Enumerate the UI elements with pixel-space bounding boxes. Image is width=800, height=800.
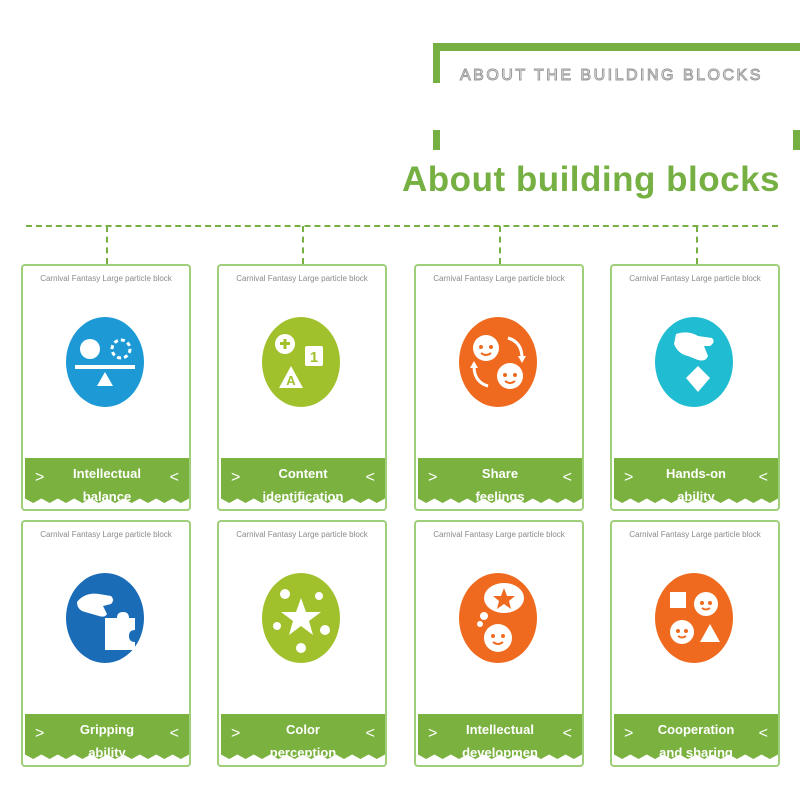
hands-on-icon [655,317,733,407]
feature-card: Carnival Fantasy Large particle block > … [217,520,387,767]
svg-text:A: A [286,373,296,388]
feature-card: Carnival Fantasy Large particle block > … [414,520,584,767]
chevron-left-icon: < [169,725,179,742]
card-caption: Carnival Fantasy Large particle block [40,274,172,283]
color-perception-icon [262,573,340,663]
chevron-right-icon: > [231,469,241,486]
feature-card: Carnival Fantasy Large particle block > … [21,264,191,511]
card-caption: Carnival Fantasy Large particle block [629,530,761,539]
card-caption: Carnival Fantasy Large particle block [236,274,368,283]
chevron-left-icon: < [169,469,179,486]
frame-tick-left [433,130,440,150]
intellectual-development-icon [459,573,537,663]
chevron-right-icon: > [624,725,634,742]
card-caption: Carnival Fantasy Large particle block [629,274,761,283]
connector-line [26,225,778,227]
card-caption: Carnival Fantasy Large particle block [236,530,368,539]
chevron-right-icon: > [35,469,45,486]
content-identification-icon: 1 A [262,317,340,407]
connector-drop [302,226,304,264]
chevron-right-icon: > [624,469,634,486]
chevron-left-icon: < [562,725,572,742]
chevron-left-icon: < [562,469,572,486]
connector-drop [696,226,698,264]
feature-card: Carnival Fantasy Large particle block 1 … [217,264,387,511]
balance-icon [66,317,144,407]
svg-text:1: 1 [310,349,318,366]
share-feelings-icon [459,317,537,407]
chevron-right-icon: > [428,725,438,742]
page-title: About building blocks [402,160,780,199]
chevron-right-icon: > [231,725,241,742]
feature-card: Carnival Fantasy Large particle block > … [21,520,191,767]
header-frame: ABOUT THE BUILDING BLOCKS [433,43,800,85]
chevron-left-icon: < [758,725,768,742]
header-subtitle: ABOUT THE BUILDING BLOCKS [460,67,763,85]
chevron-left-icon: < [365,469,375,486]
cooperation-icon [655,573,733,663]
chevron-right-icon: > [35,725,45,742]
chevron-left-icon: < [758,469,768,486]
frame-tick-right [793,130,800,150]
card-caption: Carnival Fantasy Large particle block [433,274,565,283]
chevron-left-icon: < [365,725,375,742]
card-caption: Carnival Fantasy Large particle block [433,530,565,539]
connector-drop [106,226,108,264]
feature-card: Carnival Fantasy Large particle block > … [414,264,584,511]
feature-card: Carnival Fantasy Large particle block > … [610,264,780,511]
connector-drop [499,226,501,264]
feature-card: Carnival Fantasy Large particle block > … [610,520,780,767]
gripping-icon [66,573,144,663]
card-caption: Carnival Fantasy Large particle block [40,530,172,539]
chevron-right-icon: > [428,469,438,486]
